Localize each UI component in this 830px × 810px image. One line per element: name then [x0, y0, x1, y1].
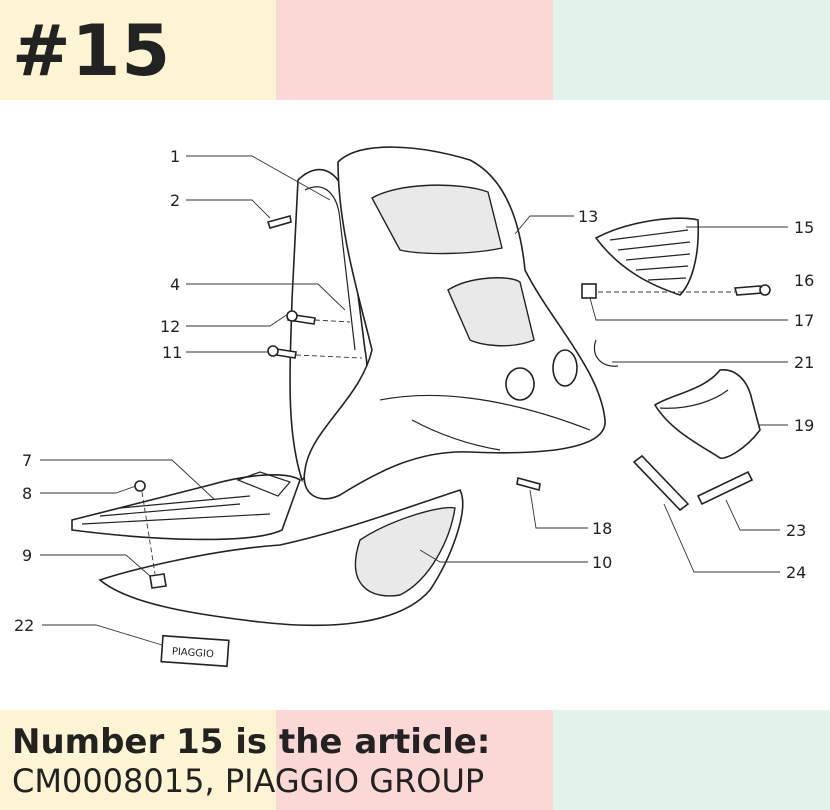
part-8-plug	[134, 480, 146, 492]
caption-heading: Number 15 is the article:	[12, 722, 491, 762]
label-part-8: 8	[22, 484, 32, 503]
part-24-trim	[632, 454, 690, 512]
part-18-pin	[516, 476, 541, 492]
part-21-clip	[593, 339, 619, 367]
part-15-grille	[594, 217, 700, 296]
label-part-24: 24	[786, 563, 806, 582]
bottom-color-band	[0, 710, 830, 810]
label-part-17: 17	[794, 311, 814, 330]
part-22-badge-text: PIAGGIO	[171, 646, 214, 660]
page-title: #15	[12, 10, 172, 92]
label-part-12: 12	[160, 317, 180, 336]
label-part-22: 22	[14, 616, 34, 635]
part-13-front-shield	[303, 146, 606, 500]
label-part-18: 18	[592, 519, 612, 538]
band-segment-yellow	[0, 0, 276, 100]
label-part-10: 10	[592, 553, 612, 572]
part-2-screw	[266, 214, 292, 229]
part-13-light-left	[505, 367, 535, 401]
part-23-trim	[696, 470, 754, 506]
top-color-band	[0, 0, 830, 100]
label-part-23: 23	[786, 521, 806, 540]
part-16-screw	[733, 285, 764, 296]
band-segment-pink	[276, 710, 553, 810]
part-22-badge	[160, 634, 230, 668]
part-7-floor-panel	[71, 474, 301, 541]
label-part-11: 11	[162, 343, 182, 362]
exploded-parts-diagram: motomundo PIAGGIO	[14, 146, 814, 668]
label-part-9: 9	[22, 546, 32, 565]
part-19-tray	[653, 369, 761, 459]
label-part-21: 21	[794, 353, 814, 372]
part-13-grille-recess	[447, 277, 535, 347]
part-10-recess	[354, 506, 456, 597]
label-part-7: 7	[22, 451, 32, 470]
part-13-window	[371, 184, 503, 255]
label-part-15: 15	[794, 218, 814, 237]
part-13-light-right	[552, 349, 578, 387]
band-segment-pink	[276, 0, 553, 100]
band-segment-mint	[553, 0, 830, 100]
label-part-2: 2	[170, 191, 180, 210]
label-part-13: 13	[578, 207, 598, 226]
label-part-19: 19	[794, 416, 814, 435]
band-segment-yellow	[0, 710, 276, 810]
label-part-4: 4	[170, 275, 180, 294]
label-part-1: 1	[170, 147, 180, 166]
band-segment-mint	[553, 710, 830, 810]
caption-article-number: CM0008015, PIAGGIO GROUP	[12, 762, 485, 800]
part-17-clip-nut	[581, 283, 597, 299]
label-part-16: 16	[794, 271, 814, 290]
part-9-nut	[149, 573, 167, 589]
